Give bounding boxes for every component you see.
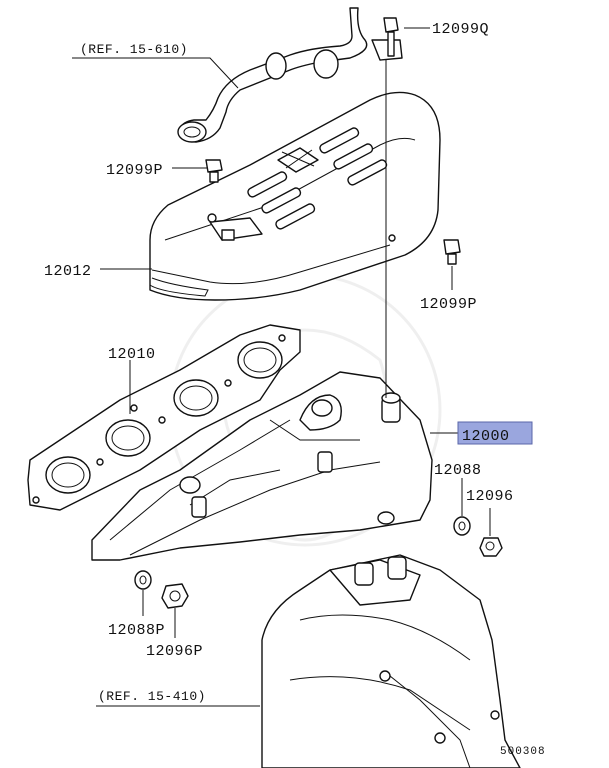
exhaust-manifold-12000 bbox=[91, 371, 433, 561]
gasket-12010 bbox=[27, 324, 301, 511]
bolt-12099q-icon bbox=[383, 17, 399, 57]
bolt-12099p-right-icon bbox=[443, 239, 461, 265]
label-12010[interactable]: 12010 bbox=[108, 346, 156, 363]
label-12099p-left[interactable]: 12099P bbox=[106, 162, 163, 179]
washer-12088p-icon bbox=[134, 570, 152, 590]
label-12099q[interactable]: 12099Q bbox=[432, 21, 489, 38]
label-12099p-right[interactable]: 12099P bbox=[420, 296, 477, 313]
label-12096p[interactable]: 12096P bbox=[146, 643, 203, 660]
nut-12096-icon bbox=[479, 537, 503, 557]
label-12096[interactable]: 12096 bbox=[466, 488, 514, 505]
bolt-12099p-left-icon bbox=[205, 159, 223, 183]
part-labels: (REF. 15-610) 12099Q 12099P 12012 12099P… bbox=[44, 21, 546, 758]
heat-protector-12012 bbox=[149, 91, 441, 301]
label-12000[interactable]: 12000 bbox=[462, 428, 510, 445]
washer-12088-icon bbox=[453, 516, 471, 536]
ref-top-label: (REF. 15-610) bbox=[80, 42, 188, 57]
heat-hose bbox=[177, 7, 403, 143]
engine-block bbox=[261, 554, 521, 768]
nut-12096p-icon bbox=[161, 583, 189, 609]
highlight-12000 bbox=[457, 421, 533, 445]
label-12088[interactable]: 12088 bbox=[434, 462, 482, 479]
label-12088p[interactable]: 12088P bbox=[108, 622, 165, 639]
ref-bottom-label: (REF. 15-410) bbox=[98, 689, 206, 704]
leader-lines bbox=[72, 27, 491, 707]
label-12012[interactable]: 12012 bbox=[44, 263, 92, 280]
diagram-id: 500308 bbox=[500, 746, 546, 758]
heat-protector-slots bbox=[247, 127, 388, 230]
